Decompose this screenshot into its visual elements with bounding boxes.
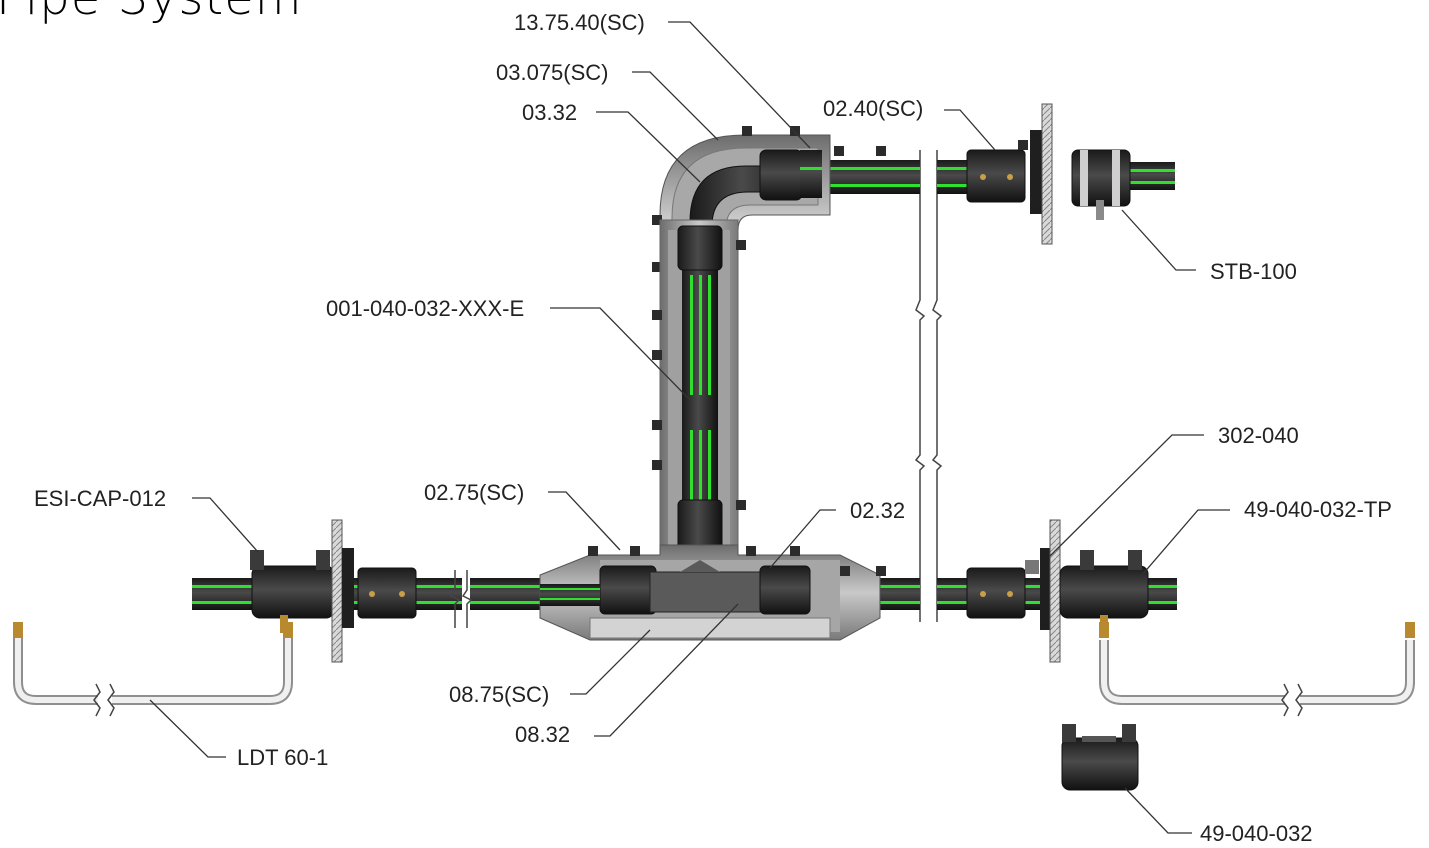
49-040-032-fitting (1061, 724, 1139, 791)
right-tube-fitting (1099, 622, 1109, 638)
label-08-32: 08.32 (515, 722, 570, 747)
label-302-040: 302-040 (1218, 423, 1299, 448)
lower-break-line (449, 570, 473, 628)
break-line-vertical (914, 150, 943, 622)
esi-cap-012-fitting (250, 550, 335, 633)
left-coupler (357, 567, 417, 619)
right-lower-coupler (966, 560, 1039, 619)
left-tube-fitting (13, 622, 23, 638)
label-ldt-60-1: LDT 60-1 (237, 745, 328, 770)
right-tube-fitting-2 (1405, 622, 1415, 638)
upper-horizontal-pipe (800, 160, 1175, 194)
tee-fitting (540, 560, 811, 615)
right-lower-wall-plate (1040, 519, 1061, 663)
leader-lines (149, 21, 1230, 834)
riser-tabs (652, 240, 746, 510)
label-02-75-sc: 02.75(SC) (424, 480, 524, 505)
ldt-60-1-tubing (13, 632, 293, 717)
label-02-32: 02.32 (850, 498, 905, 523)
label-49-040-032-tp: 49-040-032-TP (1244, 497, 1392, 522)
label-001-040-032-xxx-e: 001-040-032-XXX-E (326, 296, 524, 321)
label-03-32: 03.32 (522, 100, 577, 125)
left-tube-fitting-2 (283, 622, 293, 638)
49-040-032-tp-fitting (1059, 550, 1149, 633)
left-wall-plate (331, 519, 354, 663)
label-49-040-032: 49-040-032 (1200, 821, 1313, 846)
diagram-title: Pipe System (0, 0, 302, 26)
tee-tabs (588, 546, 886, 576)
label-esi-cap-012: ESI-CAP-012 (34, 486, 166, 511)
right-tubing (1099, 640, 1415, 717)
elbow-tabs (652, 126, 886, 272)
upper-coupler (966, 140, 1028, 203)
label-stb-100: STB-100 (1210, 259, 1297, 284)
vertical-riser-pipe (677, 225, 723, 555)
label-13-75-40-sc: 13.75.40(SC) (514, 10, 645, 35)
upper-wall-plate (1030, 103, 1053, 245)
label-08-75-sc: 08.75(SC) (449, 682, 549, 707)
label-03-075-sc: 03.075(SC) (496, 60, 609, 85)
elbow-upper-coupler (759, 149, 822, 201)
label-02-40-sc: 02.40(SC) (823, 96, 923, 121)
stb-100-fitting (1071, 149, 1131, 220)
